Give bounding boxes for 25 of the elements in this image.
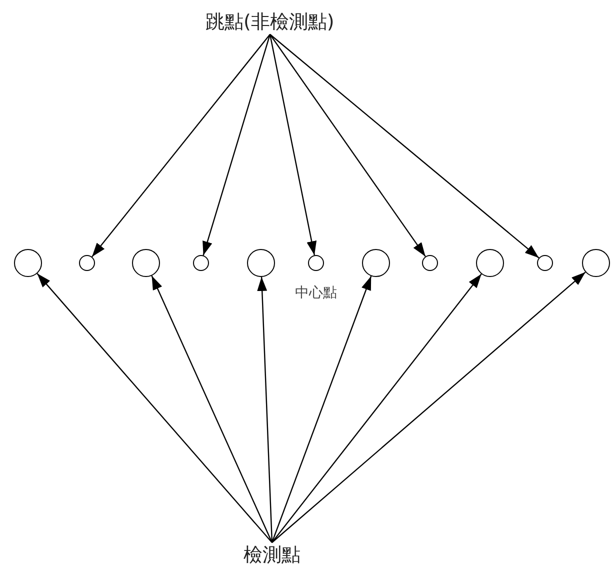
arrow	[270, 34, 426, 257]
arrow	[151, 276, 273, 543]
point-circle	[422, 255, 438, 271]
point-circle	[132, 249, 160, 277]
center-point-label: 中心點	[295, 286, 337, 301]
point-circle	[582, 249, 610, 277]
arrow	[36, 273, 272, 543]
arrow	[202, 34, 271, 256]
arrow	[270, 34, 540, 258]
point-circle	[308, 255, 324, 271]
point-circle	[476, 249, 504, 277]
point-label: 檢測點	[244, 544, 300, 566]
arrow	[92, 34, 270, 258]
point-circle	[537, 255, 553, 271]
point-label: 跳點(非檢測點)	[206, 12, 334, 32]
arrow	[272, 274, 482, 543]
point-circle	[14, 249, 42, 277]
arrow	[257, 276, 273, 543]
point-circle	[362, 249, 390, 277]
arrow	[272, 272, 586, 543]
arrow	[269, 34, 317, 256]
point-circle	[247, 249, 275, 277]
point-circle	[193, 255, 209, 271]
arrow	[271, 276, 372, 543]
point-circle	[79, 255, 95, 271]
